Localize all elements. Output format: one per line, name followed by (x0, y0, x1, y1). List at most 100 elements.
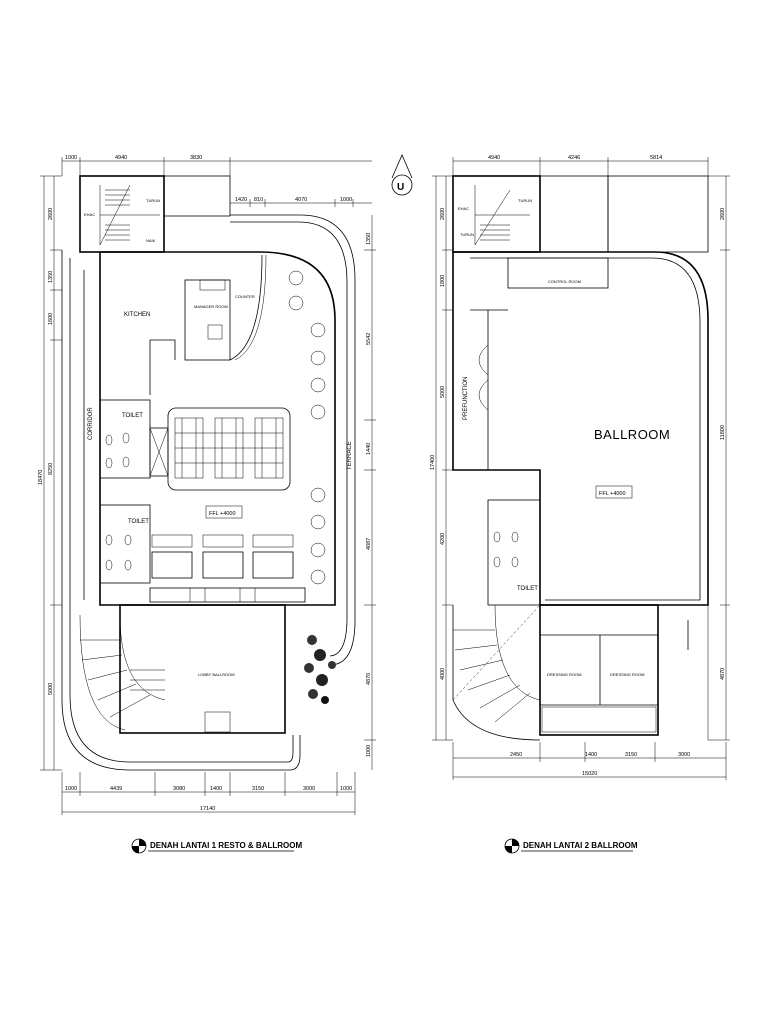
plan2-dim-bottom-4: 3000 (678, 752, 690, 758)
plan2-top-dimension-line: 4940 4246 5814 (452, 155, 709, 176)
plan1-dim-right-2: 5542 (366, 333, 372, 345)
plan1-dim-top-3: 3830 (190, 155, 202, 161)
plan1-landscaping (304, 635, 336, 704)
plan2-bottom-dimension-line: 2450 1400 3150 3000 15020 (452, 742, 727, 780)
plan1-dim-bottom-total: 17140 (200, 806, 215, 812)
plan2-dim-left-2: 1800 (440, 275, 446, 287)
plan2-right-dimension-line: 2600 11800 4870 (708, 175, 730, 741)
plan2-dressing-b-label: DRESSING ROOM (610, 672, 644, 677)
plan1-counter-label: COUNTER (235, 294, 255, 299)
plan1-dim-left-4: 8250 (48, 463, 54, 475)
plan1-right-dimension-line: 1350 5542 1440 4087 4870 1000 (364, 215, 376, 770)
plan1-naik-label: NAIK (146, 238, 156, 243)
plan2-dim-top-3: 5814 (650, 155, 662, 161)
plan1-dim-right-5: 4870 (366, 673, 372, 685)
plan1-dining-block (167, 407, 291, 491)
plan1-top-dimension-line: 1000 4940 3830 1420 810 4070 1000 (61, 155, 372, 207)
plan1-booth-seating (149, 534, 306, 603)
plan2-dim-bottom-3: 3150 (625, 752, 637, 758)
plan2-turun-label: TURUN (518, 198, 532, 203)
plan1-lobby (119, 604, 286, 734)
plan1-toilet-a-label: TOILET (122, 413, 143, 419)
plan1-dim-left-total: 18470 (38, 470, 44, 485)
plan2-stair-core (452, 175, 541, 253)
plan-1: 1000 4940 3830 1420 810 4070 1000 2600 1… (38, 155, 376, 815)
plan1-dim-bottom-5: 3150 (252, 786, 264, 792)
plan2-dim-left-5: 4000 (440, 668, 446, 680)
plan1-terrace-tables (288, 270, 326, 585)
plan2-prefunction-label: PREFUNCTION (463, 377, 469, 420)
plan1-lobby-label: LOBBY BALLROOM (198, 672, 235, 677)
plan1-kitchen-label: KITCHEN (124, 312, 150, 318)
plan1-dim-bottom-7: 1000 (340, 786, 352, 792)
plan1-dim-right-6: 1000 (366, 745, 372, 757)
plan1-corridor-label: CORRIDOR (88, 407, 94, 440)
plan1-dim-bottom-2: 4439 (110, 786, 122, 792)
plan1-dim-right-3: 1440 (366, 443, 372, 455)
plan2-dim-right-2: 11800 (720, 425, 726, 440)
plan1-dim-right-4: 4087 (366, 538, 372, 550)
plan1-dim-top-1: 1000 (65, 155, 77, 161)
plan2-dressing-a-label: DRESSING ROOM (547, 672, 581, 677)
plan1-stair-steps (99, 184, 160, 246)
plan2-dim-bottom-total: 15020 (582, 771, 597, 777)
plan2-turun-label-2: TURUN (460, 232, 474, 237)
plan1-dim-left-3: 1600 (48, 313, 54, 325)
plan2-control-room (507, 257, 609, 289)
plan1-dim-top-4: 1420 (235, 197, 247, 203)
plan2-caption-text: DENAH LANTAI 2 BALLROOM (523, 841, 638, 850)
plan1-toilet-a (99, 399, 151, 479)
plan2-dim-top-2: 4246 (568, 155, 580, 161)
plan2-curved-stair (452, 604, 541, 741)
plan1-dim-left-5: 5000 (48, 683, 54, 695)
plan1-left-dimension-line: 2600 1350 1600 8250 5000 18470 (38, 175, 62, 771)
plan1-dining-tables (174, 417, 284, 479)
plan2-toilet-fixtures (493, 531, 519, 568)
north-arrow: U (391, 153, 413, 196)
plan1-manager-room (184, 279, 231, 361)
plan1-dim-top-2: 4940 (115, 155, 127, 161)
plan1-dim-top-5: 810 (254, 197, 263, 203)
plan2-dim-left-3: 5000 (440, 386, 446, 398)
plan2-dim-bottom-2: 1400 (585, 752, 597, 758)
plan2-dim-right-1: 2600 (720, 208, 726, 220)
plan1-dim-left-1: 2600 (48, 208, 54, 220)
plan2-control-room-label: CONTROL ROOM (548, 279, 581, 284)
plan1-main-wall (99, 251, 336, 606)
plan1-dim-bottom-1: 1000 (65, 786, 77, 792)
plan1-manager-room-label: MANAGER ROOM (194, 304, 228, 309)
plan1-dim-top-7: 1000 (340, 197, 352, 203)
plan1-bottom-dimension-line: 1000 4439 3080 1400 3150 3000 1000 17140 (61, 772, 356, 815)
plan1-outer-wall (61, 214, 356, 771)
plan2-toilet-label: TOILET (517, 586, 538, 592)
plan1-caption: DENAH LANTAI 1 RESTO & BALLROOM (131, 838, 302, 854)
plan1-turun-label: TURUN (146, 198, 160, 203)
north-arrow-label: U (397, 182, 405, 193)
plan1-toilet-b-label: TOILET (128, 519, 149, 525)
plan1-dim-right-1: 1350 (366, 233, 372, 245)
plan2-ehac-label: EHAC (458, 206, 469, 211)
plan2-left-dimension-line: 2600 1800 5000 4200 4000 17400 (430, 175, 453, 741)
plan1-terrace-label: TERRACE (347, 441, 353, 470)
plan1-dim-bottom-6: 3000 (303, 786, 315, 792)
plan1-toilet-fixtures (105, 432, 132, 571)
plan2-dim-left-1: 2600 (440, 208, 446, 220)
plan1-dim-bottom-4: 1400 (210, 786, 222, 792)
plan1-dim-bottom-3: 3080 (173, 786, 185, 792)
plan2-caption: DENAH LANTAI 2 BALLROOM (504, 838, 638, 854)
plan2-ffl-tag: FFL +4000 (599, 491, 626, 497)
plan1-ffl-tag: FFL +4000 (209, 511, 236, 517)
plan2-toilet (487, 499, 541, 606)
plan-2: 4940 4246 5814 2600 1800 5000 4200 4000 … (430, 155, 730, 780)
plan1-caption-text: DENAH LANTAI 1 RESTO & BALLROOM (150, 841, 302, 850)
plan2-stair-steps (474, 185, 530, 246)
plan1-ehac-label: EHAC (84, 212, 95, 217)
plan1-dim-left-2: 1350 (48, 271, 54, 283)
plan2-ballroom-label: BALLROOM (594, 427, 670, 442)
plan1-toilet-b (99, 504, 151, 584)
plan1-dim-top-6: 4070 (295, 197, 307, 203)
plan2-dim-right-3: 4870 (720, 668, 726, 680)
plan2-dim-left-4: 4200 (440, 533, 446, 545)
plan1-lobby-stair (79, 614, 166, 731)
